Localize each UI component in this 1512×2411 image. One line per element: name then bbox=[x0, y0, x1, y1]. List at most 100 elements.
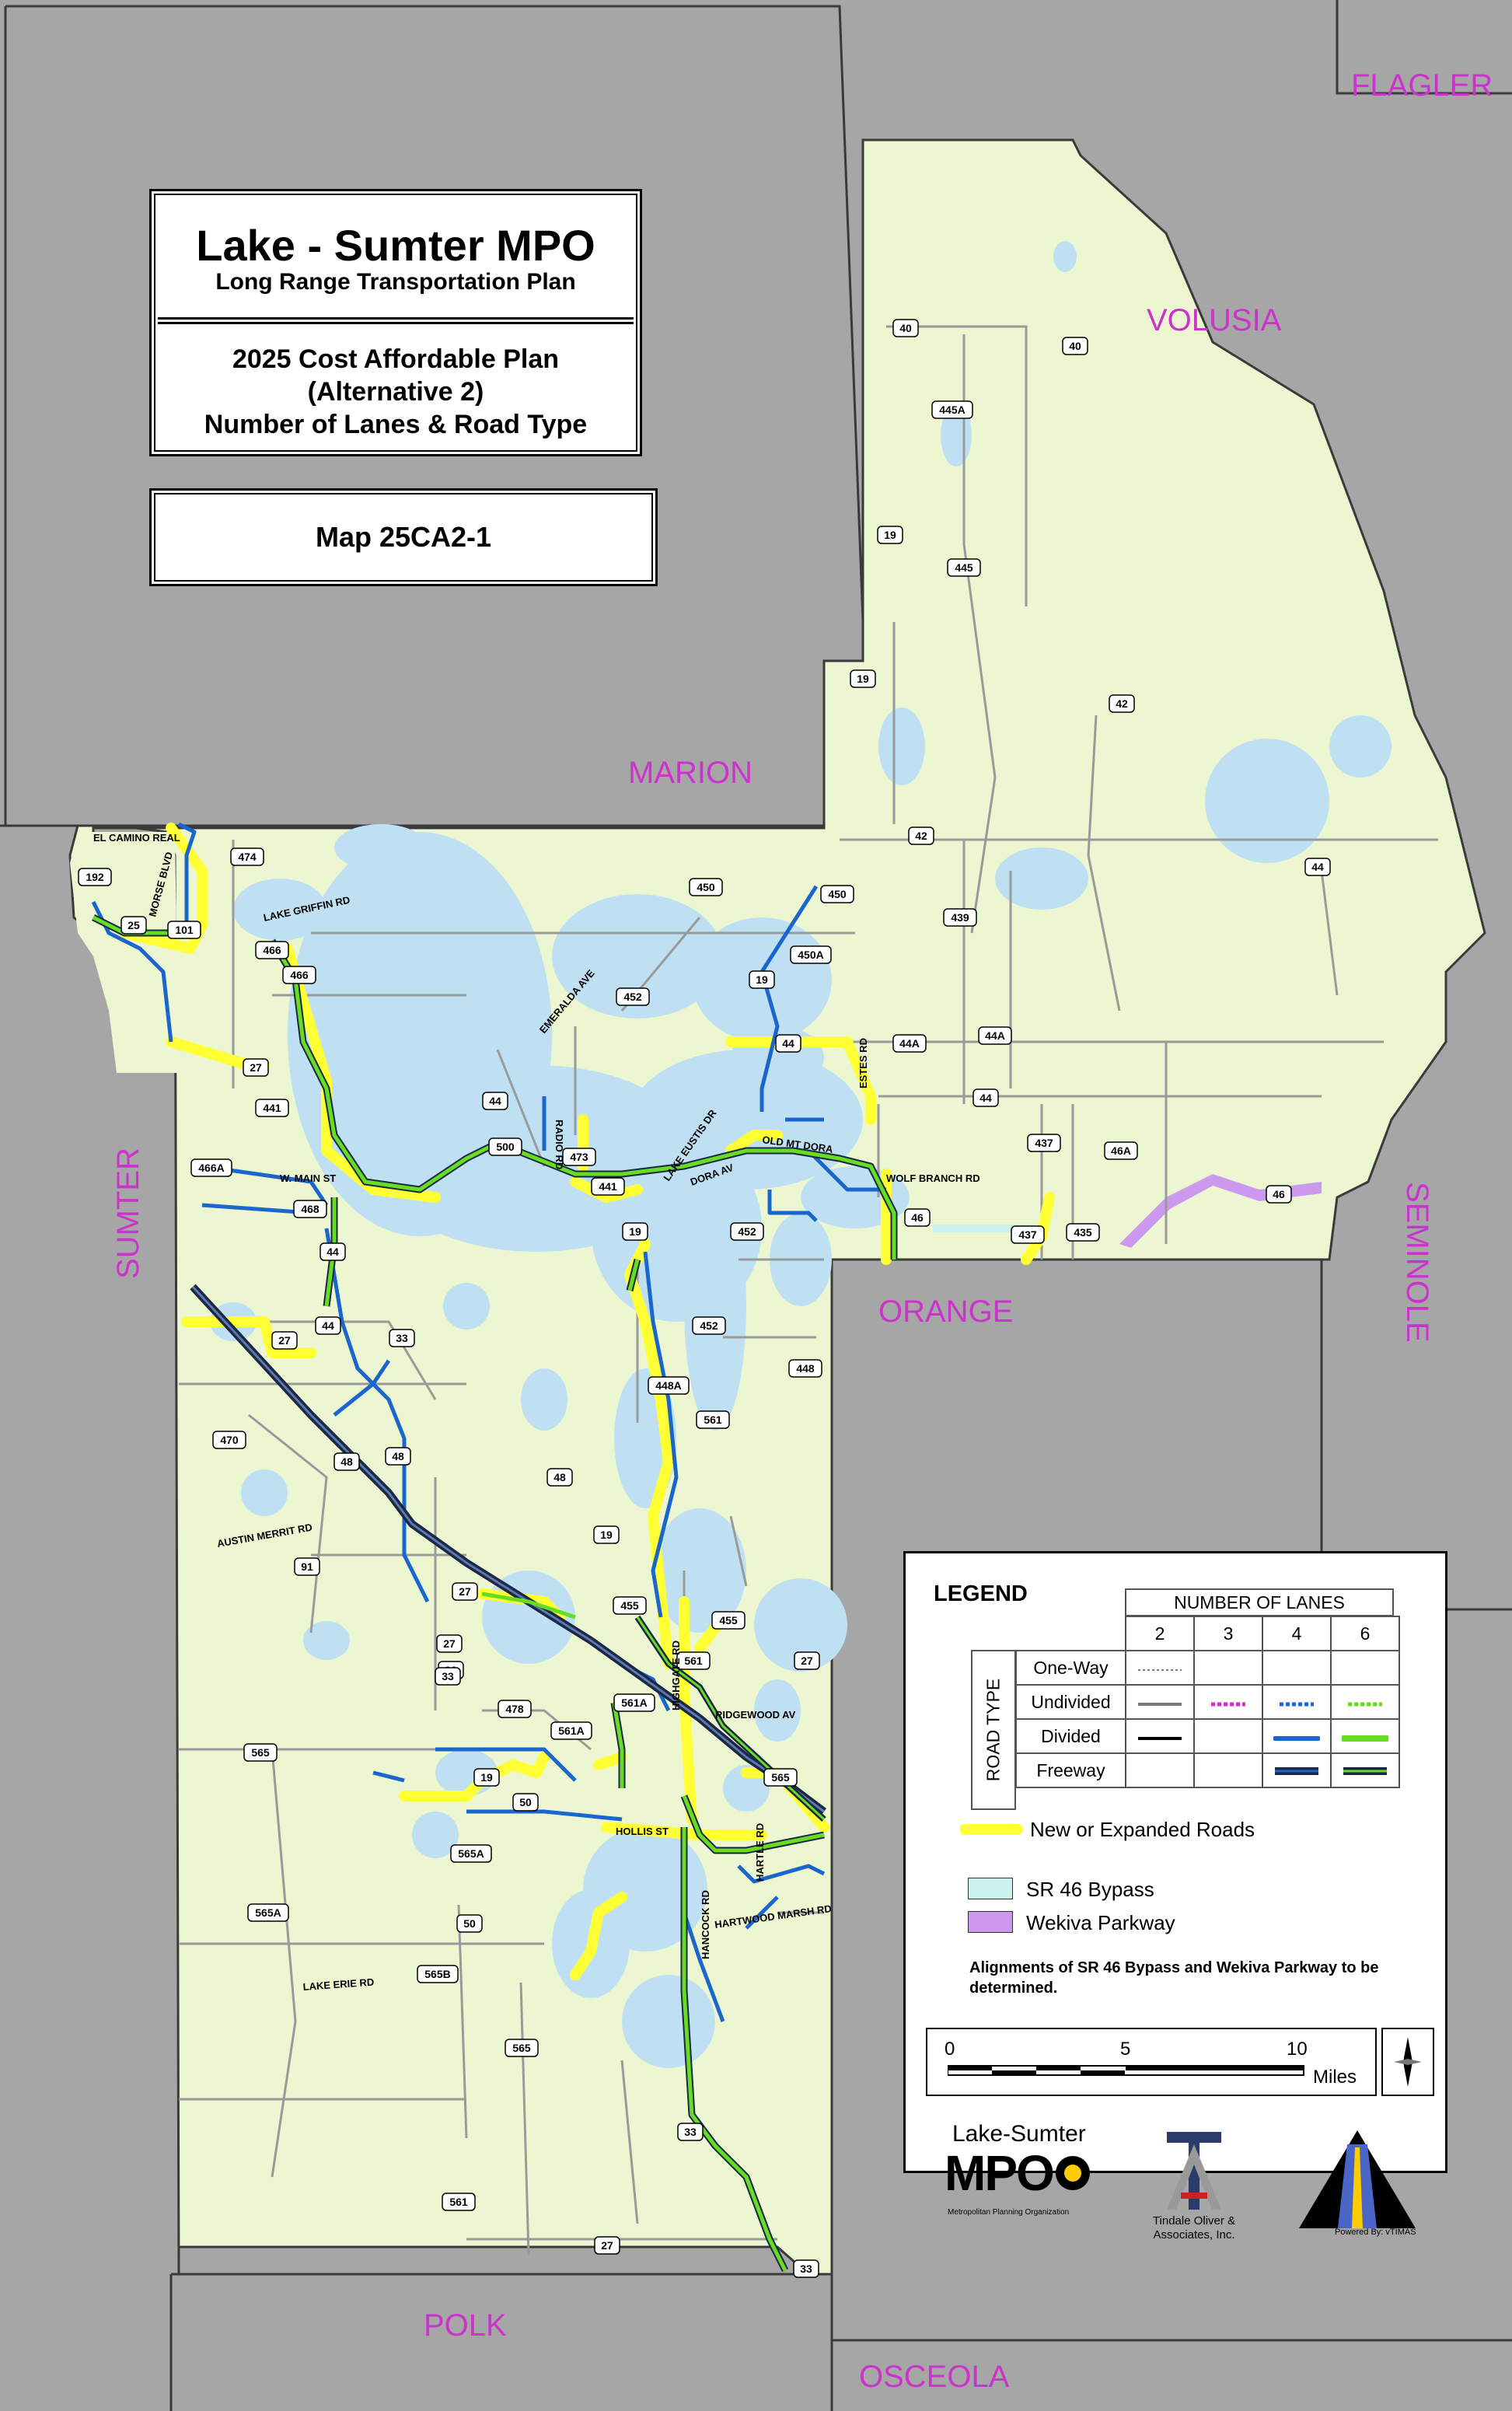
route-shield: 565 bbox=[763, 1768, 798, 1787]
route-shield-bg bbox=[677, 2123, 704, 2141]
route-shield-label: 40 bbox=[1069, 340, 1081, 352]
route-shield-label: 46 bbox=[911, 1211, 924, 1224]
swatch-freeway-4 bbox=[1275, 1766, 1318, 1775]
route-shield-label: 19 bbox=[600, 1529, 613, 1541]
route-shield-bg bbox=[648, 1376, 690, 1395]
mpo-logo: MPO bbox=[945, 2145, 1055, 2201]
route-shield: 19 bbox=[622, 1222, 648, 1241]
route-shield-bg bbox=[230, 847, 264, 866]
county-label-marion: MARION bbox=[628, 756, 753, 790]
route-shield: 101 bbox=[167, 921, 201, 939]
route-shield-label: 448 bbox=[796, 1362, 815, 1375]
route-shield: 44 bbox=[315, 1316, 341, 1335]
lake-county-northwest bbox=[70, 832, 179, 1088]
route-shield-bg bbox=[749, 970, 775, 989]
scale-bar: 0 5 10 Miles bbox=[926, 2028, 1377, 2096]
route-shield: 44A bbox=[892, 1034, 927, 1053]
route-shield-label: 478 bbox=[505, 1703, 524, 1715]
route-shield: 27 bbox=[452, 1582, 478, 1601]
route-shield-bg bbox=[931, 400, 973, 419]
road-type-freeway: Freeway bbox=[1015, 1752, 1126, 1788]
route-shield-label: 50 bbox=[519, 1796, 532, 1808]
route-shield-label: 565A bbox=[255, 1906, 281, 1919]
route-shield: 40 bbox=[1062, 337, 1088, 355]
route-shield-bg bbox=[676, 1651, 711, 1670]
swatch-divided-6 bbox=[1340, 1735, 1390, 1742]
route-shield-bg bbox=[775, 1034, 801, 1053]
route-shield-bg bbox=[417, 1965, 459, 1983]
route-shield: 473 bbox=[562, 1148, 596, 1166]
route-shield-bg bbox=[435, 1667, 461, 1686]
vtimas-logo-icon bbox=[1299, 2130, 1416, 2228]
lanes-header: NUMBER OF LANES bbox=[1125, 1588, 1394, 1616]
road-label: HANCOCK RD bbox=[700, 1890, 711, 1959]
road-label: EL CAMINO REAL bbox=[93, 832, 180, 844]
swatch-sr46-bypass bbox=[968, 1878, 1013, 1899]
scale-tick-5: 5 bbox=[1120, 2039, 1131, 2060]
route-shield-label: 101 bbox=[175, 924, 194, 936]
route-shield-label: 48 bbox=[553, 1471, 566, 1483]
route-shield-bg bbox=[763, 1768, 798, 1787]
route-shields: 4040445A1944519424244450450439450A194524… bbox=[78, 319, 1331, 2278]
route-shield-label: 437 bbox=[1018, 1228, 1037, 1241]
route-shield-label: 44 bbox=[489, 1095, 501, 1107]
route-shield-label: 448A bbox=[655, 1379, 681, 1392]
route-shield-bg bbox=[450, 1844, 492, 1863]
route-shield: 19 bbox=[473, 1768, 500, 1787]
route-shield: 33 bbox=[677, 2123, 704, 2141]
route-shield: 468 bbox=[293, 1200, 327, 1218]
route-shield: 437 bbox=[1027, 1134, 1061, 1152]
route-shield-label: 27 bbox=[443, 1637, 456, 1650]
route-shield: 437 bbox=[1011, 1225, 1045, 1244]
route-shield: 48 bbox=[546, 1468, 573, 1487]
map-subtitle: Long Range Transportation Plan bbox=[215, 269, 576, 295]
route-shield-bg bbox=[442, 2193, 476, 2211]
route-shield-label: 441 bbox=[599, 1180, 617, 1193]
county-label-flagler: FLAGLER bbox=[1351, 68, 1493, 103]
route-shield-bg bbox=[793, 2259, 819, 2278]
route-shield-label: 46A bbox=[1111, 1144, 1131, 1157]
route-shield: 448A bbox=[648, 1376, 690, 1395]
route-shield-bg bbox=[333, 1452, 360, 1471]
route-shield-bg bbox=[389, 1329, 415, 1347]
plan-line-2: (Alternative 2) bbox=[307, 377, 484, 407]
route-shield-bg bbox=[1109, 694, 1135, 713]
route-shield-label: 19 bbox=[629, 1225, 641, 1238]
route-shield-bg bbox=[1304, 858, 1331, 876]
map-title: Lake - Sumter MPO bbox=[196, 221, 595, 270]
route-shield-label: 500 bbox=[496, 1141, 515, 1153]
route-shield: 439 bbox=[943, 908, 977, 927]
route-shield: 561A bbox=[550, 1721, 592, 1740]
route-shield-bg bbox=[978, 1026, 1012, 1045]
route-shield: 27 bbox=[271, 1331, 298, 1350]
route-shield-label: 19 bbox=[857, 673, 869, 685]
route-shield-bg bbox=[892, 1034, 927, 1053]
route-shield: 91 bbox=[294, 1557, 320, 1576]
route-shield-label: 565A bbox=[458, 1847, 484, 1860]
route-shield-bg bbox=[255, 1099, 289, 1117]
route-shield-bg bbox=[794, 1651, 820, 1670]
legend-new-roads: New or Expanded Roads bbox=[1030, 1818, 1255, 1841]
route-shield-bg bbox=[167, 921, 201, 939]
swatch-undivided-6 bbox=[1348, 1702, 1382, 1706]
route-shield-bg bbox=[436, 1634, 463, 1653]
county-label-sumter: SUMTER bbox=[111, 1148, 145, 1279]
route-shield: 44 bbox=[482, 1092, 508, 1110]
route-shield-bg bbox=[452, 1582, 478, 1601]
route-shield: 565 bbox=[243, 1743, 278, 1762]
route-shield-label: 19 bbox=[884, 529, 896, 541]
route-shield-label: 19 bbox=[756, 973, 768, 986]
route-shield: 565B bbox=[417, 1965, 459, 1983]
route-shield-bg bbox=[550, 1721, 592, 1740]
route-shield-bg bbox=[482, 1092, 508, 1110]
route-shield-label: 27 bbox=[459, 1585, 471, 1598]
route-shield-label: 445A bbox=[939, 404, 965, 416]
north-arrow bbox=[1381, 2028, 1434, 2096]
route-shield: 450 bbox=[689, 878, 723, 896]
route-shield-label: 561 bbox=[449, 2196, 468, 2208]
route-shield: 42 bbox=[908, 826, 934, 845]
route-shield-bg bbox=[271, 1331, 298, 1350]
route-shield-label: 27 bbox=[278, 1334, 291, 1347]
route-shield: 27 bbox=[794, 1651, 820, 1670]
